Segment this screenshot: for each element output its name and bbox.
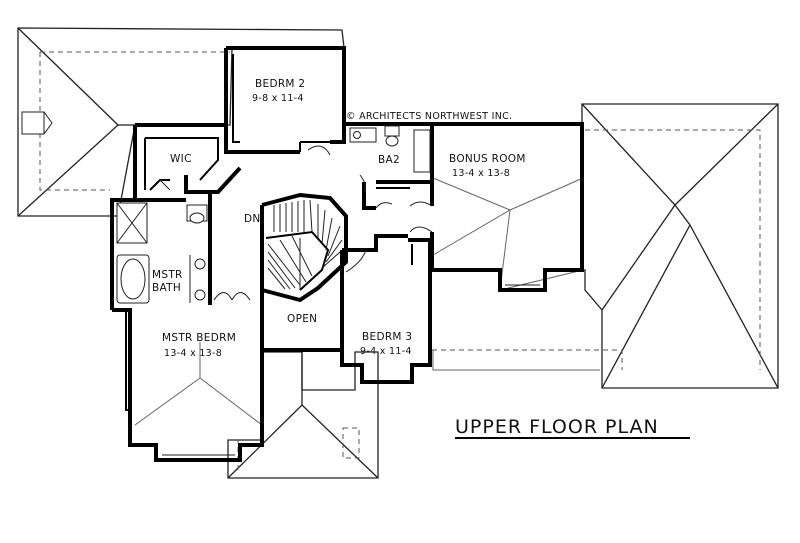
room-size-bonus-room: 13-4 x 13-8 [452,168,510,179]
roof-lines [17,27,779,479]
stair-treads [267,199,343,290]
plan-title: UPPER FLOOR PLAN [455,416,659,438]
room-label-bedroom-2: BEDRM 2 [255,78,305,90]
room-label-wic: WIC [170,153,192,165]
walls [110,46,584,462]
room-label-open: OPEN [287,313,317,325]
architect-credit: © ARCHITECTS NORTHWEST INC. [346,111,512,122]
room-size-bedroom-2: 9-8 x 11-4 [252,93,304,104]
room-label-master-bath-2: BATH [152,282,181,294]
room-label-master-bath: MSTR [152,269,183,281]
chimney [21,111,45,135]
room-size-bedroom-3: 9-4 x 11-4 [360,346,412,357]
room-label-master-bedroom: MSTR BEDRM [162,332,236,344]
room-label-bonus-room: BONUS ROOM [449,153,526,165]
room-size-master-bedroom: 13-4 x 13-8 [164,348,222,359]
stair-down-label: DN [244,213,261,225]
labels: © ARCHITECTS NORTHWEST INC. BEDRM 2 9-8 … [152,78,690,439]
room-label-bedroom-3: BEDRM 3 [362,331,412,343]
room-label-ba2: BA2 [378,154,400,166]
